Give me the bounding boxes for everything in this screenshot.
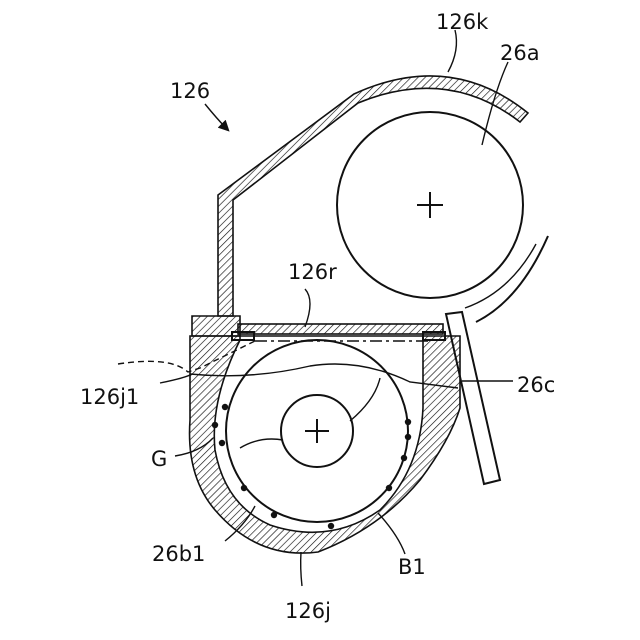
particle (405, 419, 411, 425)
particle (271, 512, 277, 518)
particle (222, 404, 228, 410)
upper-cover (218, 76, 528, 316)
roller-26a-center-icon (417, 192, 443, 218)
label-B1: B1 (398, 555, 426, 579)
seal-plate-126r (238, 324, 443, 334)
developer-blob-right (350, 378, 380, 421)
label-26a: 26a (500, 41, 540, 65)
roller-26b1-center-icon (305, 419, 329, 443)
label-126j: 126j (285, 599, 331, 623)
particle (401, 455, 407, 461)
label-26b1: 26b1 (152, 542, 205, 566)
particle (328, 523, 334, 529)
particle (386, 485, 392, 491)
label-126: 126 (170, 79, 210, 103)
particle (405, 434, 411, 440)
label-G: G (151, 447, 167, 471)
developer-blob-left (240, 439, 283, 448)
label-126k: 126k (436, 10, 489, 34)
particle (219, 440, 225, 446)
lower-housing (190, 336, 460, 553)
developer-surface-curve (190, 364, 458, 388)
label-126r: 126r (288, 260, 337, 284)
label-26c: 26c (517, 373, 555, 397)
particle (241, 485, 247, 491)
label-126j1: 126j1 (80, 385, 139, 409)
particle (212, 422, 218, 428)
